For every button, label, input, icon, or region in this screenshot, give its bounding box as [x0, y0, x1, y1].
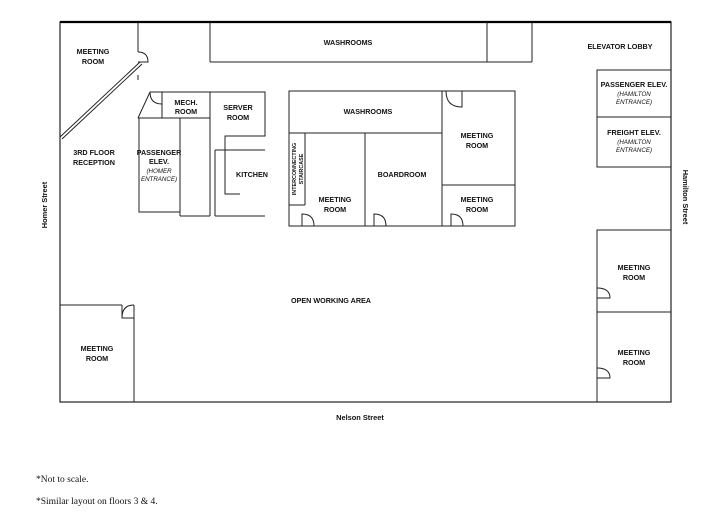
central-block-walls — [288, 90, 516, 227]
floor-plan: MEETING ROOM WASHROOMS ELEVATOR LOBBY 3R… — [40, 20, 690, 422]
pe-ham-line1: PASSENGER ELEV. — [601, 80, 668, 89]
staircase-line2: STAIRCASE — [299, 153, 305, 184]
room-meeting-sw: MEETING ROOM — [81, 344, 114, 363]
meb-line1: MEETING — [618, 348, 651, 357]
room-meeting-nw: MEETING ROOM — [77, 47, 110, 66]
msw-line1: MEETING — [81, 344, 114, 353]
staircase-line1: INTERCONNECTING — [292, 143, 298, 195]
meb-line2: ROOM — [623, 358, 645, 367]
mcl-line2: ROOM — [324, 205, 346, 214]
pe-homer-line1: PASSENGER — [137, 148, 182, 157]
mcl-line1: MEETING — [319, 195, 352, 204]
room-meeting-center-right-top: MEETING ROOM — [461, 131, 494, 150]
washrooms-top-walls — [137, 22, 533, 80]
elevator-lobby-label: ELEVATOR LOBBY — [587, 42, 652, 51]
nelson-street-label: Nelson Street — [336, 413, 384, 422]
open-working-area-label: OPEN WORKING AREA — [291, 296, 371, 305]
room-meeting-center-left: MEETING ROOM — [319, 195, 352, 214]
mcrt-line2: ROOM — [466, 141, 488, 150]
met-line1: MEETING — [618, 263, 651, 272]
reception-diagonal-wall — [59, 61, 143, 140]
meeting-nw-line1: MEETING — [77, 47, 110, 56]
room-meeting-east-top: MEETING ROOM — [618, 263, 651, 282]
room-reception: 3RD FLOOR RECEPTION — [73, 148, 116, 167]
washrooms-center-label: WASHROOMS — [344, 107, 393, 116]
msw-line2: ROOM — [86, 354, 108, 363]
kitchen-label: KITCHEN — [236, 170, 268, 179]
reception-line1: 3RD FLOOR — [73, 148, 115, 157]
sw-meeting-walls — [60, 304, 135, 402]
east-elevator-walls — [596, 69, 672, 168]
meeting-nw-line2: ROOM — [82, 57, 104, 66]
pe-ham-line2: (HAMILTON — [617, 91, 651, 98]
server-line1: SERVER — [223, 103, 253, 112]
east-meeting-walls — [596, 229, 672, 403]
note-not-to-scale: *Not to scale. — [36, 475, 89, 485]
hamilton-street-label: Hamilton Street — [681, 170, 690, 225]
washrooms-top-label: WASHROOMS — [324, 38, 373, 47]
room-freight-elev: FREIGHT ELEV. (HAMILTON ENTRANCE) — [607, 128, 661, 154]
mcrb-line1: MEETING — [461, 195, 494, 204]
mech-line1: MECH. — [174, 98, 197, 107]
room-meeting-east-bottom: MEETING ROOM — [618, 348, 651, 367]
met-line2: ROOM — [623, 273, 645, 282]
fe-line1: FREIGHT ELEV. — [607, 128, 661, 137]
service-core-walls — [137, 91, 266, 217]
boardroom-label: BOARDROOM — [378, 170, 427, 179]
mcrt-line1: MEETING — [461, 131, 494, 140]
reception-line2: RECEPTION — [73, 158, 115, 167]
fe-line2: (HAMILTON — [617, 139, 651, 146]
pe-ham-line3: ENTRANCE) — [616, 99, 652, 106]
room-server: SERVER ROOM — [223, 103, 253, 122]
note-similar-layout: *Similar layout on floors 3 & 4. — [36, 497, 158, 507]
pe-homer-line3: (HOMER — [146, 168, 172, 175]
room-passenger-elev-hamilton: PASSENGER ELEV. (HAMILTON ENTRANCE) — [601, 80, 668, 106]
pe-homer-line2: ELEV. — [149, 157, 169, 166]
mech-line2: ROOM — [175, 107, 197, 116]
fe-line3: ENTRANCE) — [616, 147, 652, 154]
room-passenger-elev-homer: PASSENGER ELEV. (HOMER ENTRANCE) — [137, 148, 182, 183]
room-mech: MECH. ROOM — [174, 98, 197, 116]
pe-homer-line4: ENTRANCE) — [141, 176, 177, 183]
room-staircase: INTERCONNECTING STAIRCASE — [292, 143, 305, 195]
room-meeting-center-right-bottom: MEETING ROOM — [461, 195, 494, 214]
homer-street-label: Homer Street — [40, 181, 49, 228]
mcrb-line2: ROOM — [466, 205, 488, 214]
server-line2: ROOM — [227, 113, 249, 122]
